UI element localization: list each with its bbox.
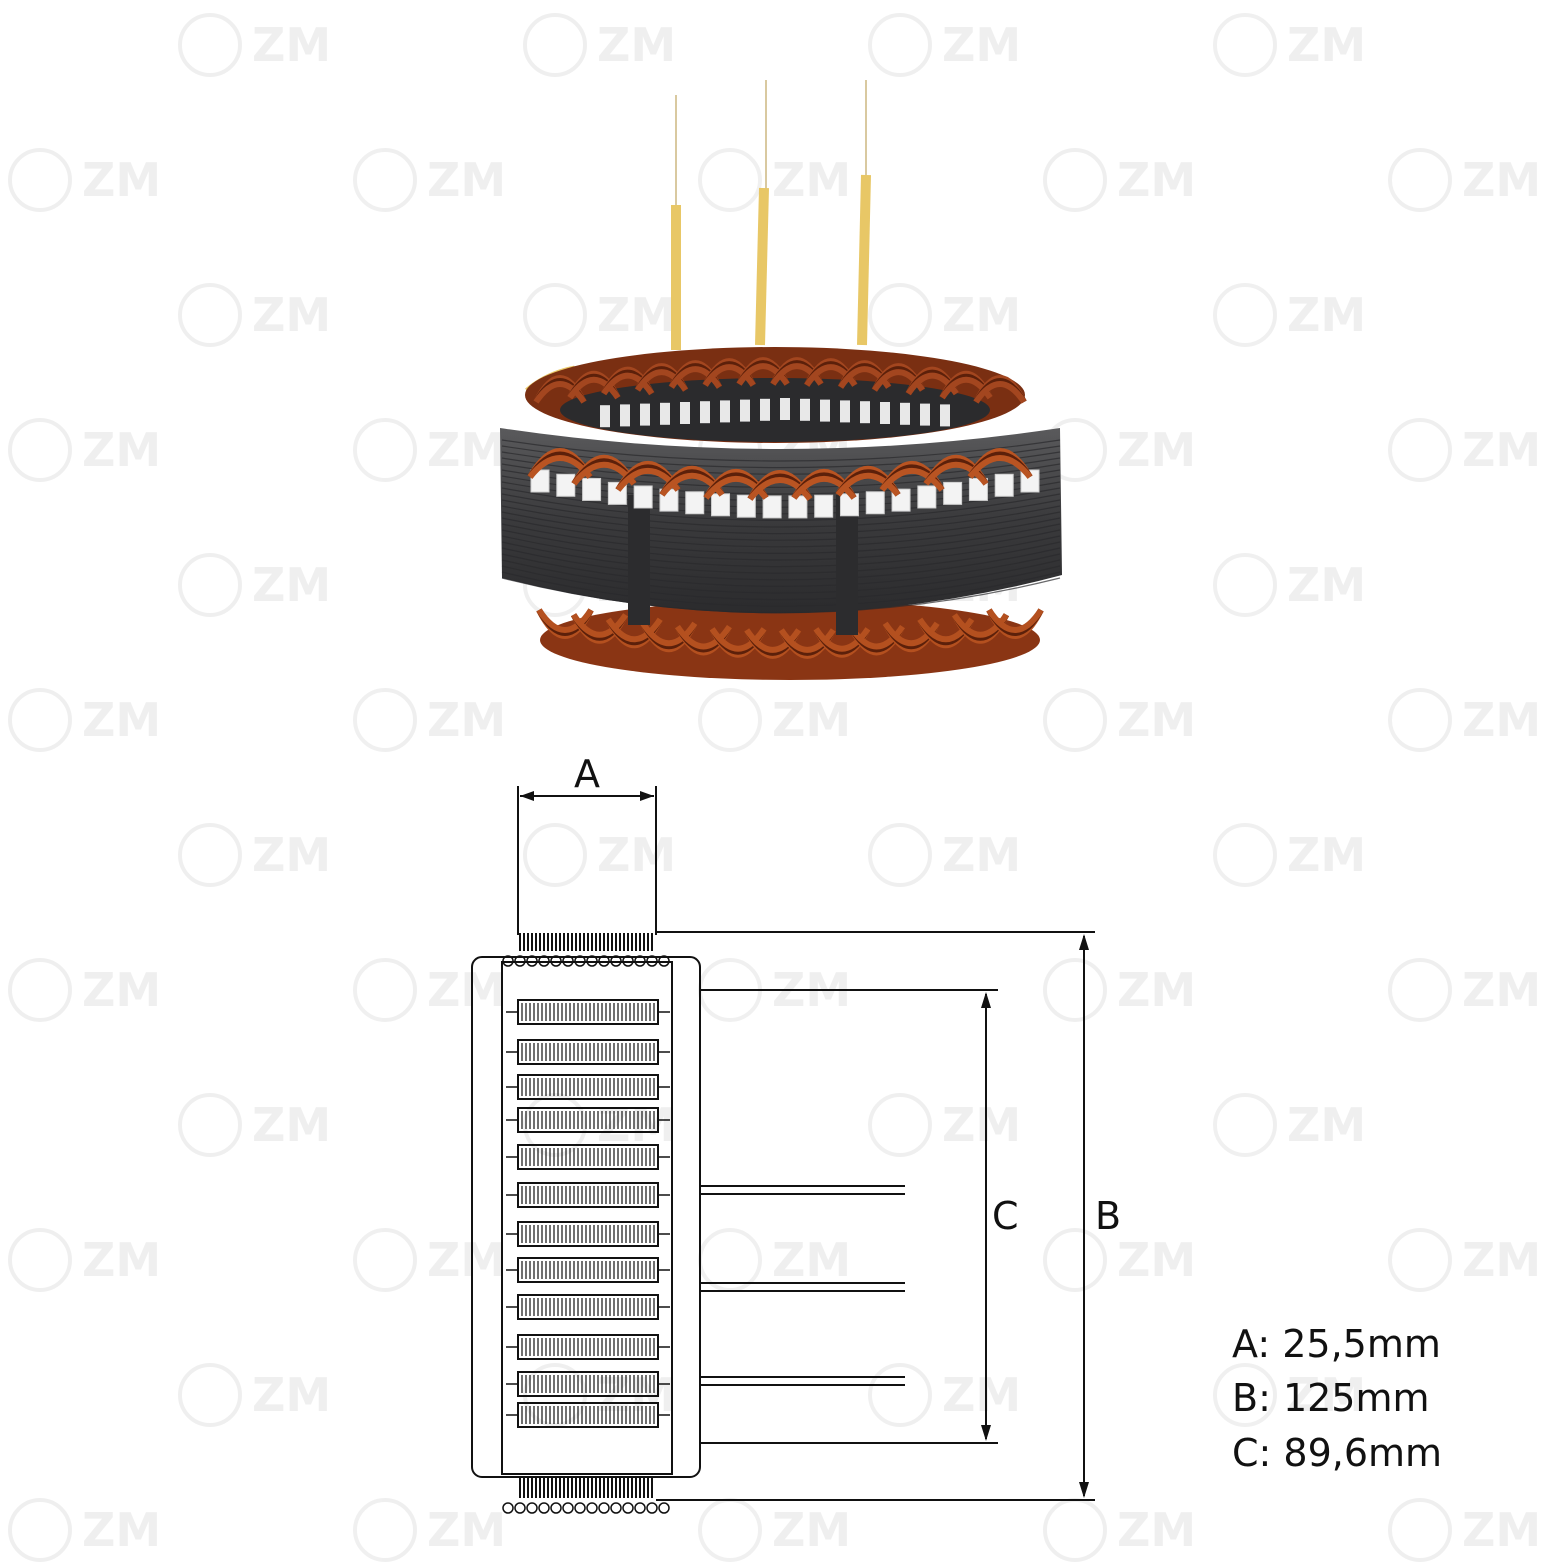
slot-block [506,1402,670,1428]
slot-block [506,1334,670,1360]
stator-outline [471,956,701,1478]
dim-label-b: B [1095,1194,1122,1238]
terminal-leads [700,1185,905,1386]
dim-label-a: A [574,752,600,796]
slot-block [506,1371,670,1397]
slot-block [506,1294,670,1320]
slot-block [506,1039,670,1065]
spec-b: B: 125mm [1232,1376,1430,1420]
winding-loops-front [527,448,1033,501]
dimension-arrowheads [520,791,1089,1498]
slot-block [506,1221,670,1247]
spec-c: C: 89,6mm [1232,1431,1443,1475]
slot-block [506,1144,670,1170]
slot-block [506,999,670,1025]
slot-blocks [506,999,670,1428]
core-weld-seam [836,495,858,635]
core-body [501,961,673,1475]
winding-hatch-top [502,933,670,967]
slot-block [506,1107,670,1133]
core-weld-seam [628,495,650,625]
slot-block [506,1257,670,1283]
slot-block [506,1074,670,1100]
slot-teeth-back [600,398,950,428]
spec-a: A: 25,5mm [1232,1322,1441,1366]
slot-block [506,1182,670,1208]
dim-label-c: C [992,1194,1019,1238]
winding-loops-back [533,357,1027,404]
winding-hatch-bottom [502,1478,670,1514]
